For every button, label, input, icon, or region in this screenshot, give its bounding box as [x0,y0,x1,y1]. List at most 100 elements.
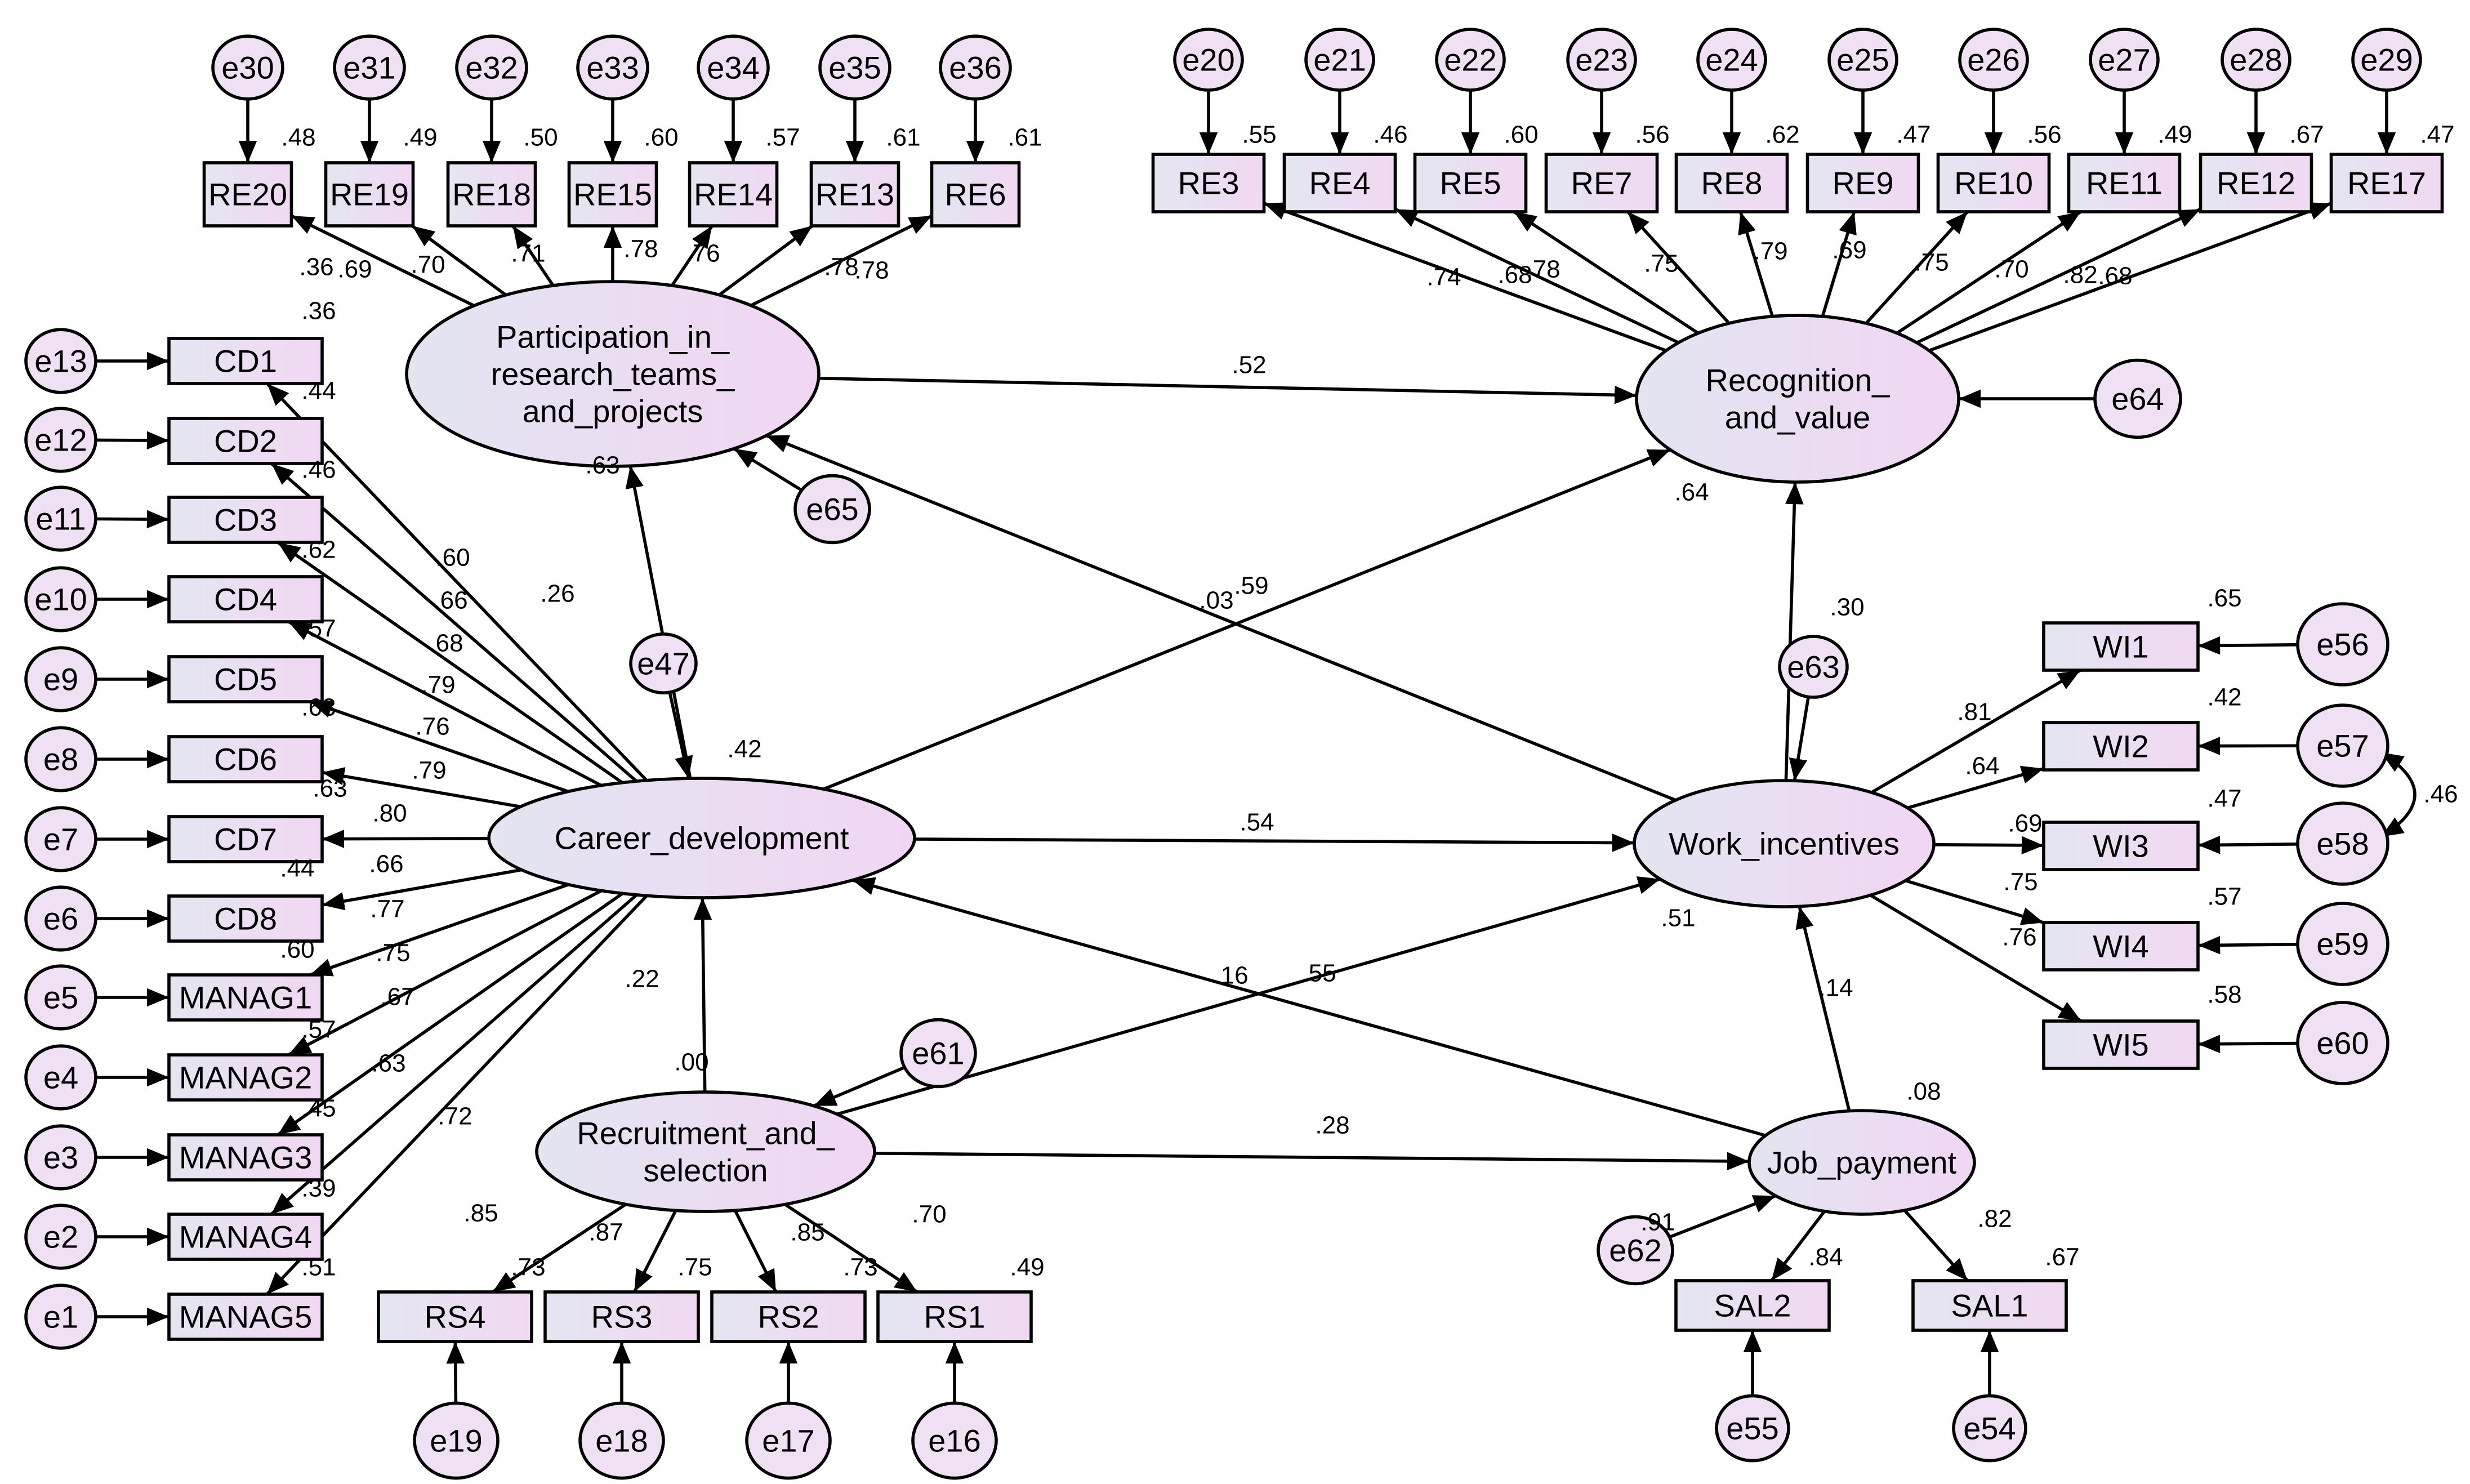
error-e55[interactable]: e55 [1715,1394,1790,1463]
error-e10[interactable]: e10 [24,566,97,632]
indicator-cd5[interactable]: CD5 [167,655,324,703]
indicator-cd4[interactable]: CD4 [167,575,324,623]
error-e22[interactable]: e22 [1435,28,1506,92]
error-e36[interactable]: e36 [939,34,1012,101]
error-e17[interactable]: e17 [745,1401,832,1480]
indicator-rs1[interactable]: RS1 [876,1290,1033,1343]
indicator-re13[interactable]: RE13 [809,161,900,228]
latent-rs[interactable]: Recruitment_and_selection [535,1090,876,1213]
error-e4[interactable]: e4 [24,1044,97,1111]
indicator-manag4[interactable]: MANAG4 [167,1213,324,1261]
loading-path-cd5 [309,700,569,794]
indicator-re18[interactable]: RE18 [446,161,537,228]
error-e33[interactable]: e33 [576,34,649,101]
indicator-re7[interactable]: RE7 [1544,153,1659,213]
indicator-re5[interactable]: RE5 [1413,153,1528,213]
indicator-wi3[interactable]: WI3 [2042,821,2200,871]
disturbance-e47[interactable]: e47 [629,632,698,695]
indicator-re17[interactable]: RE17 [2329,153,2444,213]
error-e20[interactable]: e20 [1173,28,1244,92]
error-e19[interactable]: e19 [413,1401,500,1480]
latent-rec[interactable]: Recognition_and_value [1635,314,1960,484]
loading-re8: .79 [1753,238,1787,265]
latent-jp[interactable]: Job_payment [1747,1109,1976,1216]
indicator-re4[interactable]: RE4 [1282,153,1397,213]
error-e28[interactable]: e28 [2221,28,2291,92]
indicator-re8[interactable]: RE8 [1674,153,1789,213]
disturbance-e63[interactable]: e63 [1778,635,1849,699]
error-e58[interactable]: e58 [2296,801,2389,886]
indicator-re19[interactable]: RE19 [324,161,415,228]
indicator-cd3[interactable]: CD3 [167,496,324,544]
error-e54[interactable]: e54 [1952,1394,2027,1463]
latent-part[interactable]: Participation_in_research_teams_and_proj… [405,280,821,468]
error-e2[interactable]: e2 [24,1204,97,1270]
disturbance-e62[interactable]: e62 [1597,1215,1674,1286]
error-e6[interactable]: e6 [24,885,97,952]
indicator-wi2[interactable]: WI2 [2042,721,2200,772]
indicator-re3[interactable]: RE3 [1151,153,1266,213]
error-circle [1958,28,2029,92]
error-e35[interactable]: e35 [818,34,891,101]
indicator-wi1[interactable]: WI1 [2042,621,2200,672]
indicator-rs2[interactable]: RS2 [710,1290,867,1343]
error-e12[interactable]: e12 [24,407,97,473]
indicator-cd1[interactable]: CD1 [167,337,324,385]
indicator-cd7[interactable]: CD7 [167,815,324,863]
correlation-coef-e57-e58: .46 [2423,781,2458,808]
indicator-re10[interactable]: RE10 [1936,153,2051,213]
error-e32[interactable]: e32 [455,34,528,101]
error-e25[interactable]: e25 [1827,28,1898,92]
disturbance-e65[interactable]: e65 [793,474,871,545]
indicator-re11[interactable]: RE11 [2067,153,2182,213]
indicator-wi5[interactable]: WI5 [2042,1019,2200,1070]
error-e21[interactable]: e21 [1304,28,1375,92]
disturbance-e61[interactable]: e61 [899,1018,977,1089]
error-e9[interactable]: e9 [24,646,97,712]
latent-cd[interactable]: Career_development [487,777,916,899]
error-e60[interactable]: e60 [2296,1001,2389,1085]
indicator-manag2[interactable]: MANAG2 [167,1053,324,1102]
indicator-re6[interactable]: RE6 [930,161,1021,228]
indicator-manag1[interactable]: MANAG1 [167,973,324,1022]
error-e56[interactable]: e56 [2296,602,2389,687]
error-e59[interactable]: e59 [2296,902,2389,986]
error-e13[interactable]: e13 [24,328,97,394]
error-e8[interactable]: e8 [24,726,97,792]
indicator-cd6[interactable]: CD6 [167,735,324,783]
indicator-re14[interactable]: RE14 [688,161,779,228]
error-e27[interactable]: e27 [2089,28,2160,92]
error-e29[interactable]: e29 [2351,28,2422,92]
error-e30[interactable]: e30 [211,34,284,101]
error-e18[interactable]: e18 [578,1401,665,1480]
indicator-manag5[interactable]: MANAG5 [167,1293,324,1341]
error-e24[interactable]: e24 [1696,28,1767,92]
error-e3[interactable]: e3 [24,1124,97,1191]
indicator-sal2[interactable]: SAL2 [1674,1279,1831,1332]
error-e31[interactable]: e31 [333,34,406,101]
error-e11[interactable]: e11 [24,485,97,552]
indicator-wi4[interactable]: WI4 [2042,921,2200,971]
error-e26[interactable]: e26 [1958,28,2029,92]
error-e34[interactable]: e34 [697,34,770,101]
error-e57[interactable]: e57 [2296,703,2389,788]
indicator-rs3[interactable]: RS3 [543,1290,700,1343]
latent-wi[interactable]: Work_incentives [1633,779,1936,908]
indicator-re12[interactable]: RE12 [2199,153,2313,213]
indicator-cd2[interactable]: CD2 [167,417,324,465]
error-e1[interactable]: e1 [24,1284,97,1350]
indicator-manag3[interactable]: MANAG3 [167,1133,324,1182]
indicator-label: RS1 [924,1299,986,1335]
indicator-sal1[interactable]: SAL1 [1911,1279,2068,1332]
error-e23[interactable]: e23 [1566,28,1637,92]
disturbance-e64[interactable]: e64 [2093,358,2182,439]
indicator-re15[interactable]: RE15 [567,161,658,228]
error-circle [1435,28,1506,92]
error-e7[interactable]: e7 [24,806,97,872]
indicator-cd8[interactable]: CD8 [167,894,324,943]
indicator-rs4[interactable]: RS4 [377,1290,533,1343]
indicator-re9[interactable]: RE9 [1805,153,1920,213]
indicator-re20[interactable]: RE20 [202,161,293,228]
error-e5[interactable]: e5 [24,964,97,1031]
error-e16[interactable]: e16 [911,1401,998,1480]
